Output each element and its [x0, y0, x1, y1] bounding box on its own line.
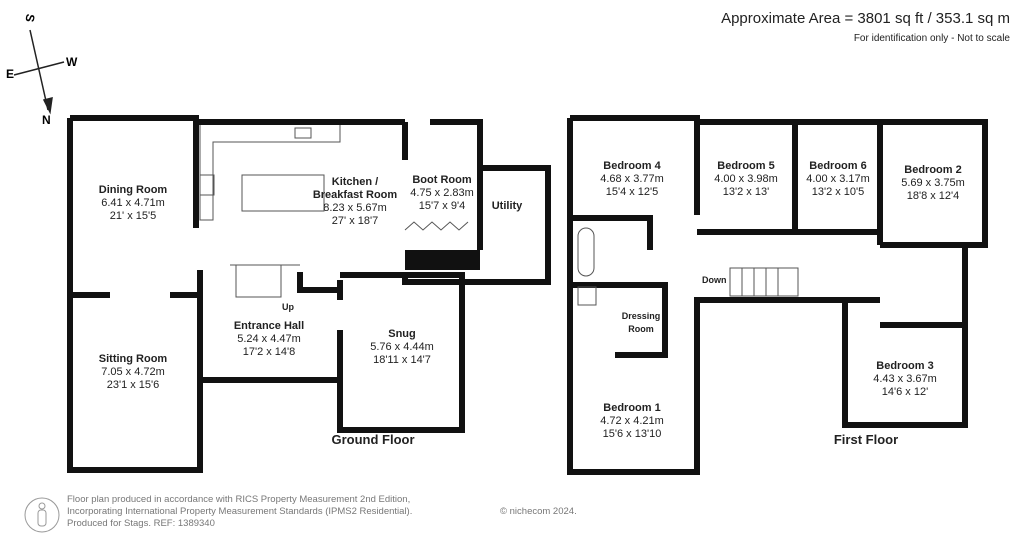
ground-floor-fixtures — [199, 125, 469, 298]
footer-disclaimer: Floor plan produced in accordance with R… — [67, 494, 413, 529]
first-floor-title: First Floor — [833, 432, 899, 447]
compass-icon — [13, 29, 65, 115]
first-floor-fixtures — [577, 227, 799, 306]
ground-floor-title: Ground Floor — [331, 432, 415, 447]
compass-n: N — [42, 113, 51, 127]
compass-e: E — [6, 67, 14, 81]
compass-w: W — [66, 55, 78, 69]
room-dressing: Dressing Room — [621, 311, 661, 334]
room-utility: Utility — [491, 200, 523, 212]
person-scale-icon — [24, 497, 60, 533]
stairs-up-label: Up — [282, 302, 294, 312]
approximate-area: Approximate Area = 3801 sq ft / 353.1 sq… — [721, 10, 1010, 27]
ground-floor-walls — [67, 115, 551, 473]
compass-s: S — [22, 13, 37, 23]
identification-note: For identification only - Not to scale — [853, 33, 1010, 44]
copyright: © nichecom 2024. — [500, 506, 577, 517]
first-floor-walls — [567, 115, 988, 475]
stairs-down-label: Down — [702, 275, 727, 285]
